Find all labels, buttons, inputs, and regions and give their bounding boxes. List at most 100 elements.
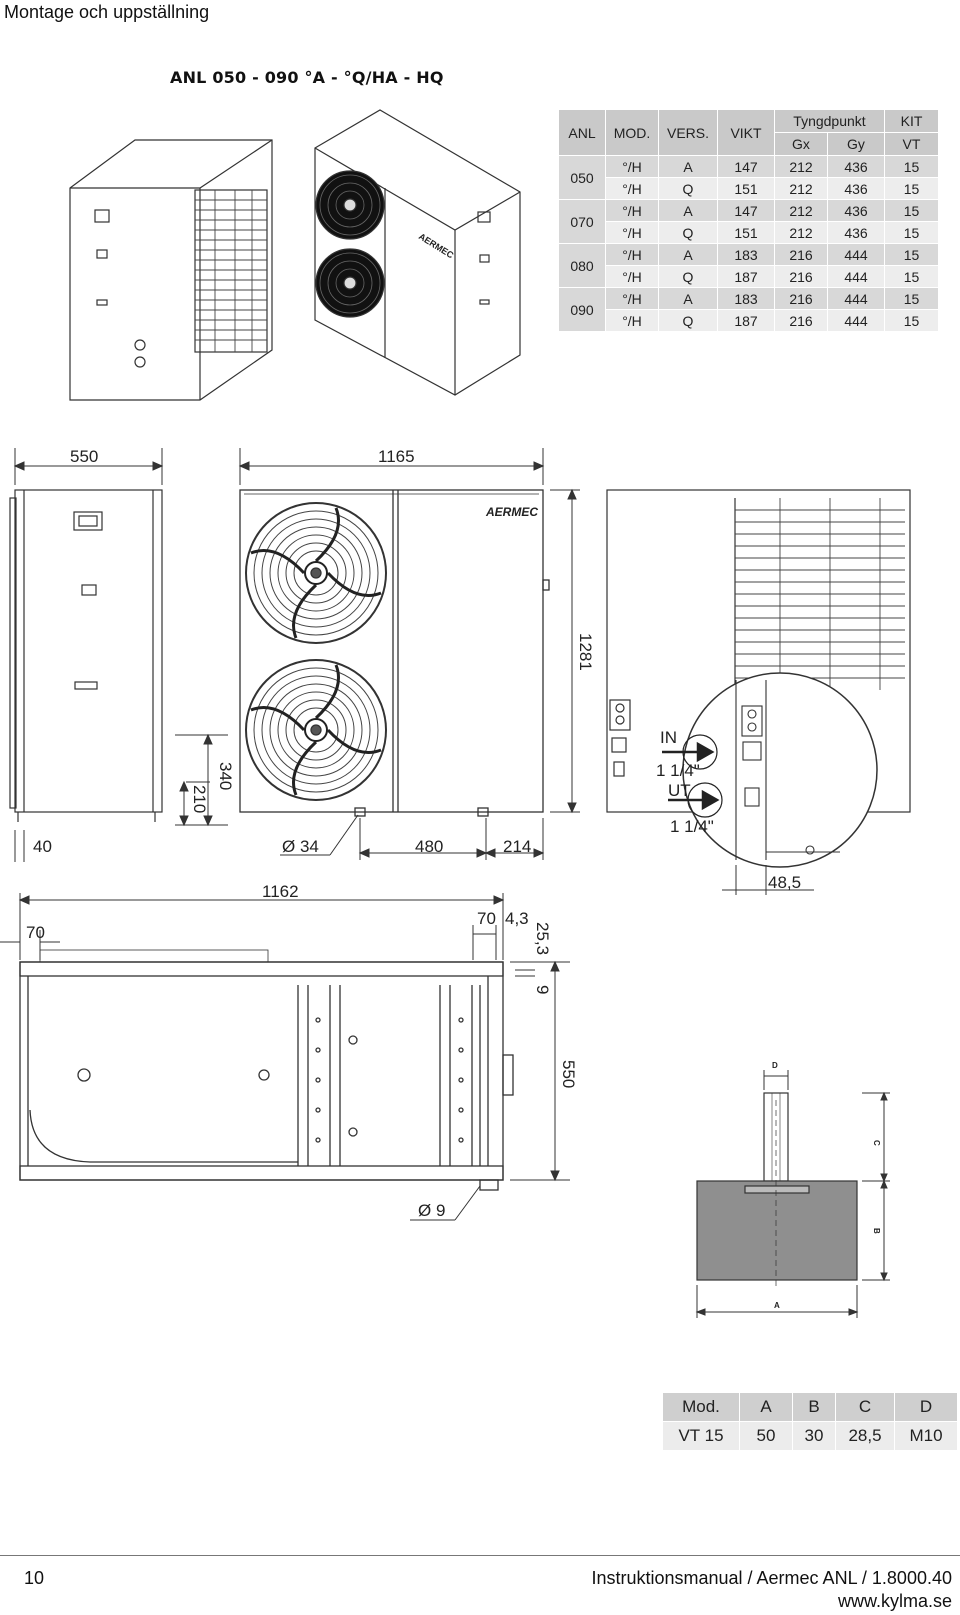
gx-cell: 216 <box>774 243 828 266</box>
anl-cell: 070 <box>558 199 606 244</box>
gx-cell: 212 <box>774 199 828 222</box>
right-side-view <box>606 489 911 813</box>
gx-cell: 212 <box>774 177 828 200</box>
page-header: Montage och uppställning <box>4 2 210 22</box>
dim-height: 1281 <box>576 633 595 671</box>
vt-th-d: D <box>894 1392 958 1422</box>
label-inlet: IN <box>660 728 677 747</box>
dim-4-3: 4,3 <box>505 909 529 928</box>
dim-top-width: 1162 <box>262 882 299 901</box>
table-row: VT 15 50 30 28,5 M10 <box>662 1421 958 1451</box>
foot-dimension-table: Mod. A B C D VT 15 50 30 28,5 M10 <box>662 1392 958 1451</box>
table-row: °/H Q 187 216 444 15 <box>559 265 939 288</box>
label-outlet-size: 1 1/4" <box>670 817 714 836</box>
dim-48-5: 48,5 <box>768 873 801 892</box>
gy-cell: 444 <box>827 265 885 288</box>
dim-340: 340 <box>216 762 235 790</box>
anl-cell: 050 <box>558 155 606 200</box>
vers-cell: Q <box>658 177 718 200</box>
front-brand-logo: AERMEC <box>485 505 538 519</box>
dim-top-70-right: 70 <box>477 909 496 928</box>
th-vikt: VIKT <box>717 109 775 156</box>
mod-cell: °/H <box>605 243 659 266</box>
vers-cell: A <box>658 155 718 178</box>
detail-circle <box>682 672 878 868</box>
vt-c: 28,5 <box>835 1421 895 1451</box>
th-gx: Gx <box>774 132 828 156</box>
foot-label-a: A <box>774 1301 780 1310</box>
th-kit: KIT <box>884 109 939 133</box>
vt-th-c: C <box>835 1392 895 1422</box>
vt-d: M10 <box>894 1421 958 1451</box>
th-gy: Gy <box>827 132 885 156</box>
vikt-cell: 187 <box>717 265 775 288</box>
anl-cell: 080 <box>558 243 606 288</box>
vikt-cell: 187 <box>717 309 775 332</box>
anl-cell: 090 <box>558 287 606 332</box>
footer-manual: Instruktionsmanual / Aermec ANL / 1.8000… <box>591 1568 952 1588</box>
dim-25-3: 25,3 <box>533 922 552 955</box>
footer-divider <box>0 1555 960 1556</box>
dim-hole: Ø 9 <box>418 1201 445 1220</box>
kit-cell: 15 <box>884 265 939 288</box>
side-view <box>9 489 163 822</box>
gx-cell: 216 <box>774 309 828 332</box>
iso-view-coil <box>69 139 273 401</box>
vt-b: 30 <box>792 1421 836 1451</box>
th-mod: MOD. <box>605 109 659 156</box>
vikt-cell: 183 <box>717 287 775 310</box>
mod-cell: °/H <box>605 265 659 288</box>
gy-cell: 436 <box>827 155 885 178</box>
table-row: 090 °/H A 183 216 444 15 <box>558 287 939 332</box>
vt-th-b: B <box>792 1392 836 1422</box>
foot-label-c: C <box>872 1140 881 1146</box>
kit-cell: 15 <box>884 199 939 222</box>
gy-cell: 444 <box>827 287 885 310</box>
vikt-cell: 147 <box>717 155 775 178</box>
foot-label-d: D <box>772 1061 778 1070</box>
page-number: 10 <box>24 1568 45 1588</box>
table-row: °/H Q 151 212 436 15 <box>559 177 939 200</box>
th-tyngdpunkt: Tyngdpunkt <box>774 109 885 133</box>
dim-480: 480 <box>415 837 443 856</box>
weight-table: ANL MOD. VERS. VIKT Tyngdpunkt KIT Gx Gy… <box>558 109 939 332</box>
th-vers: VERS. <box>658 109 718 156</box>
dim-top-depth: 550 <box>559 1060 578 1088</box>
front-view <box>239 489 550 817</box>
dim-210: 210 <box>190 785 209 813</box>
mod-cell: °/H <box>605 287 659 310</box>
vers-cell: Q <box>658 309 718 332</box>
gx-cell: 212 <box>774 155 828 178</box>
vikt-cell: 151 <box>717 177 775 200</box>
iso-view-fans <box>314 109 521 396</box>
table-row: 050 °/H A 147 212 436 15 <box>558 155 939 200</box>
dim-9: 9 <box>533 985 552 994</box>
mod-cell: °/H <box>605 309 659 332</box>
dim-top-70-left: 70 <box>26 923 45 942</box>
vers-cell: A <box>658 199 718 222</box>
table-row: 070 °/H A 147 212 436 15 <box>558 199 939 244</box>
top-view <box>19 949 514 1191</box>
table-row: 080 °/H A 183 216 444 15 <box>558 243 939 288</box>
kit-cell: 15 <box>884 221 939 244</box>
vt-th-a: A <box>739 1392 793 1422</box>
gy-cell: 436 <box>827 221 885 244</box>
gx-cell: 216 <box>774 287 828 310</box>
table-row: °/H Q 151 212 436 15 <box>559 221 939 244</box>
label-inlet-size: 1 1/4" <box>656 761 700 780</box>
th-vt: VT <box>884 132 939 156</box>
vikt-cell: 151 <box>717 221 775 244</box>
foot-label-b: B <box>872 1228 881 1234</box>
dim-side-width: 550 <box>70 447 98 466</box>
kit-cell: 15 <box>884 155 939 178</box>
vt-a: 50 <box>739 1421 793 1451</box>
model-subtitle: ANL 050 - 090 °A - °Q/HA - HQ <box>170 68 444 87</box>
footer-site-link[interactable]: www.kylma.se <box>837 1591 952 1611</box>
dim-drain: Ø 34 <box>282 837 319 856</box>
mod-cell: °/H <box>605 199 659 222</box>
vt-mod: VT 15 <box>662 1421 740 1451</box>
vers-cell: Q <box>658 221 718 244</box>
label-outlet: UT <box>668 781 691 800</box>
vers-cell: A <box>658 287 718 310</box>
